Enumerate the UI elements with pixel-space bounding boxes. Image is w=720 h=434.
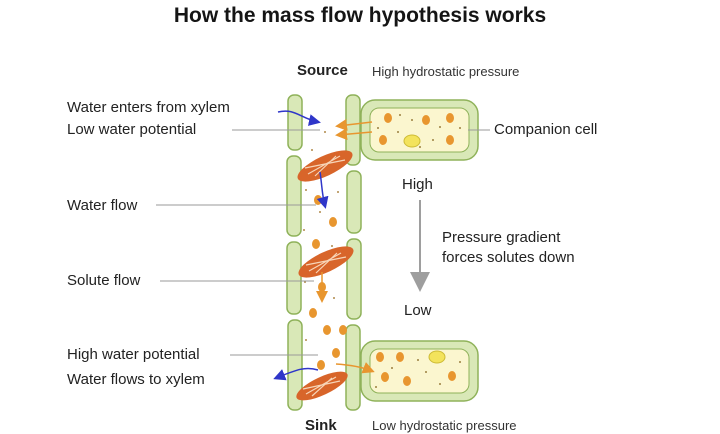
- label-high-water-potential: High water potential: [67, 346, 200, 363]
- solute-particles: [309, 195, 347, 370]
- label-low-water-potential: Low water potential: [67, 121, 197, 138]
- sieve-plate: [297, 150, 353, 182]
- source-label: Source: [297, 62, 348, 79]
- label-gradient-line1: Pressure gradient: [442, 229, 561, 246]
- source-pressure-note: High hydrostatic pressure: [372, 64, 520, 79]
- label-solute-flow: Solute flow: [67, 272, 141, 289]
- sieve-plate: [298, 246, 354, 278]
- companion-cell-source: [360, 99, 479, 161]
- leader-lines: [156, 129, 490, 356]
- unloading-arrow: [335, 362, 375, 374]
- label-water-flows-to-xylem: Water flows to xylem: [67, 371, 205, 388]
- label-gradient-line2: forces solutes down: [442, 249, 575, 266]
- diagram-title: How the mass flow hypothesis works: [173, 4, 547, 27]
- companion-cell-sink: [360, 340, 479, 402]
- small-solute-dots: [303, 131, 339, 341]
- water-enters-arrow: [277, 110, 321, 126]
- water-to-xylem-arrow: [273, 367, 319, 381]
- sink-label: Sink: [305, 417, 337, 434]
- sieve-tube-wall-left: [286, 94, 303, 411]
- label-companion-cell: Companion cell: [494, 121, 598, 138]
- loading-arrows: [335, 118, 373, 141]
- label-high: High: [402, 176, 433, 193]
- water-flow-arrow: [316, 171, 329, 209]
- sieve-tube-wall-right: [345, 94, 362, 411]
- label-water-flow: Water flow: [67, 197, 138, 214]
- label-low: Low: [404, 302, 432, 319]
- label-water-enters: Water enters from xylem: [67, 99, 230, 116]
- sieve-plate: [296, 371, 348, 401]
- sink-pressure-note: Low hydrostatic pressure: [372, 418, 517, 433]
